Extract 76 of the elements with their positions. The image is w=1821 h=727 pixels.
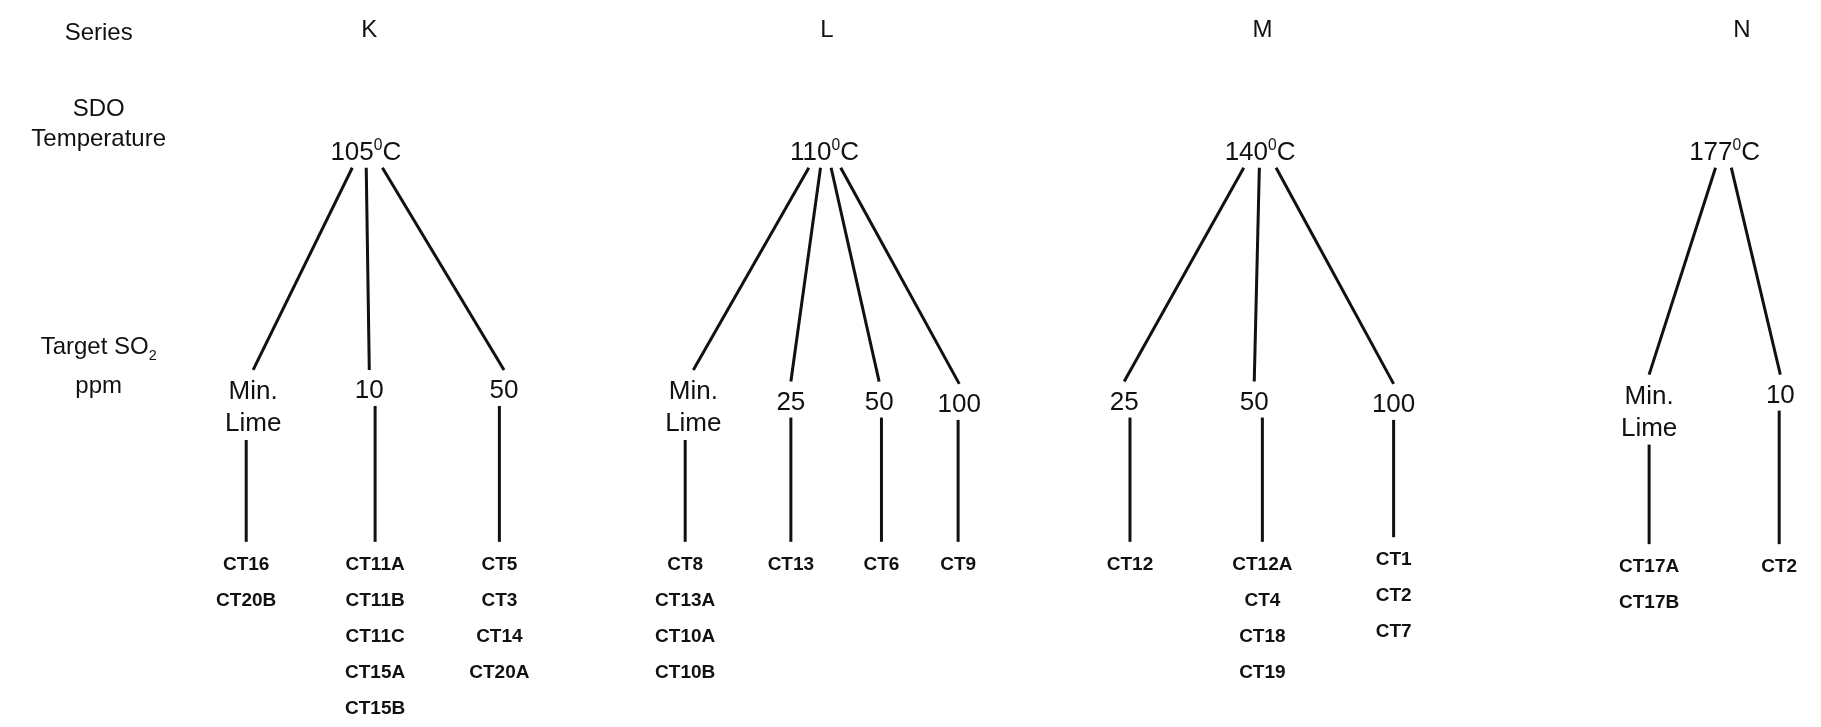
series-letter: N [1733,13,1751,44]
condition-label: 25 [1109,385,1139,416]
connector-line [1260,417,1264,542]
sample-id: CT10A [655,623,716,648]
sample-id: CT13 [767,551,815,576]
connector-line [364,167,371,370]
sample-id: CT13A [655,587,716,612]
condition-label: Min. Lime [218,373,289,438]
sample-id: CT11B [345,587,406,612]
sample-id: CT4 [1243,587,1282,612]
sample-id: CT16 [221,551,271,576]
series-letter: M [1252,13,1273,44]
row-heading: Target SO$_{2}$ ppm [40,331,157,400]
sample-id: CT10B [655,659,716,684]
temperature-label: 140$^{0}$C [1224,130,1296,166]
sample-id: CT11C [345,623,406,648]
connector-line [1128,417,1132,542]
sample-id: CT7 [1375,619,1412,644]
condition-label: Min. Lime [1614,378,1685,443]
series-letter: L [820,13,834,44]
temperature-label: 110$^{0}$C [790,130,859,166]
condition-label: 10 [1765,378,1795,409]
sample-id: CT3 [480,587,519,612]
sample-id: CT14 [475,623,524,648]
condition-label: 100 [1371,387,1416,418]
connector-line [829,167,881,382]
connector-line [1392,419,1396,538]
connector-line [251,167,354,371]
condition-label: 50 [864,385,894,416]
sample-id: CT2 [1375,583,1412,608]
condition-label: Min. Lime [658,373,729,438]
sample-id: CT18 [1238,623,1287,648]
connector-line [373,405,377,542]
temperature-label: 105$^{0}$C [330,130,402,166]
sample-id: CT9 [940,551,977,576]
connector-line [1252,167,1261,382]
connector-line [789,417,793,542]
connector-line [839,167,961,385]
connector-line [1729,167,1782,375]
sample-id: CT12A [1232,551,1293,576]
series-letter: K [361,13,378,44]
connector-line [1777,410,1781,545]
sample-id: CT2 [1761,554,1798,579]
condition-label: 100 [937,387,981,418]
connector-line [789,167,822,382]
row-heading: SDO Temperature [30,92,168,153]
condition-label: 50 [1239,385,1269,416]
condition-label: 25 [776,385,806,416]
connector-line [692,166,811,371]
connector-line [956,419,960,542]
condition-label: 10 [354,373,384,404]
connector-line [497,405,501,542]
connector-line [1274,167,1395,385]
connector-line [1647,167,1717,376]
sample-id: CT15B [345,695,406,720]
sample-id: CT12 [1106,551,1154,576]
connector-line [1647,444,1651,545]
sample-id: CT15A [345,659,406,684]
connector-line [244,439,248,542]
sample-id: CT20A [469,659,530,684]
row-heading: Series [64,17,133,48]
sample-id: CT1 [1375,547,1412,572]
connector-line [683,439,687,542]
sample-id: CT20B [216,587,277,612]
sample-id: CT8 [666,551,705,576]
sample-id: CT11A [345,551,406,576]
connector-line [1122,167,1246,383]
sample-id: CT19 [1238,659,1287,684]
sample-id: CT17B [1619,590,1680,615]
condition-label: 50 [489,373,519,404]
connector-line [879,417,883,542]
temperature-label: 177$^{0}$C [1689,130,1760,166]
connector-line [381,166,506,371]
sample-id: CT5 [480,551,519,576]
sample-id: CT17A [1619,554,1680,579]
sample-id: CT6 [863,551,900,576]
